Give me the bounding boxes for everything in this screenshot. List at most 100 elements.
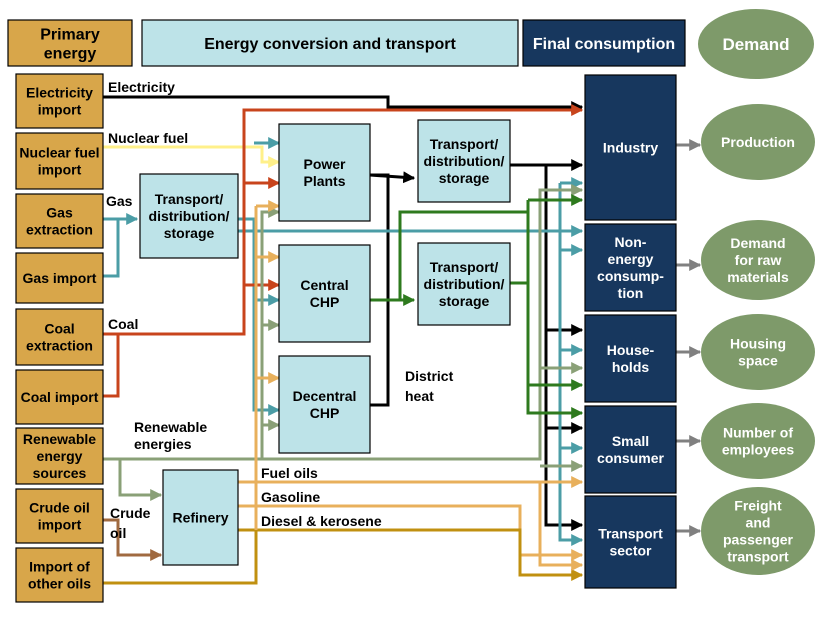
text-line: Decentral — [293, 388, 357, 404]
demand-production: Production — [701, 104, 815, 180]
label-gas: Gas — [106, 193, 133, 209]
ellipse-shape — [701, 220, 815, 300]
text-line: Power — [303, 156, 346, 172]
text-line: storage — [439, 293, 490, 309]
text-line: Transport/ — [155, 191, 224, 207]
label-fuel-oils: Fuel oils — [261, 465, 318, 481]
text-line: other oils — [28, 576, 91, 592]
svg-text:Production: Production — [721, 134, 795, 150]
text-line: distribution/ — [424, 153, 505, 169]
text-line: import — [38, 162, 82, 178]
text-line: extraction — [26, 222, 93, 238]
flow-renewable — [103, 184, 584, 461]
label-line: Gas — [106, 193, 133, 209]
text-line: extraction — [26, 338, 93, 354]
box-shape — [15, 369, 104, 425]
flow-crude-oil — [103, 518, 163, 561]
svg-text:Energy conversion and transpor: Energy conversion and transport — [204, 36, 456, 53]
text-line: Nuclear fuel — [19, 145, 99, 161]
text-line: transport — [727, 549, 789, 565]
box-shape — [162, 469, 239, 566]
svg-text:Refinery: Refinery — [172, 510, 228, 526]
conversion-heat-tds: Transport/distribution/storage — [417, 242, 511, 326]
text-line: energy — [608, 251, 654, 267]
text-line: tion — [618, 285, 644, 301]
conversion-elec-tds: Transport/distribution/storage — [417, 119, 511, 203]
label-gasoline: Gasoline — [261, 489, 320, 505]
header-conversion: Energy conversion and transport — [141, 19, 519, 67]
text-line: Energy conversion and transport — [204, 36, 456, 53]
text-line: sources — [33, 465, 87, 481]
box-shape — [584, 314, 677, 403]
svg-text:Demand: Demand — [722, 35, 789, 54]
text-line: Primary — [40, 26, 100, 43]
text-line: energy — [44, 45, 97, 62]
flow-oil-to-transport — [538, 482, 584, 571]
box-shape — [278, 244, 371, 343]
box-shape — [584, 405, 677, 494]
box-shape — [417, 242, 511, 326]
primary-gas-import: Gas import — [15, 252, 104, 304]
ellipse-shape — [701, 403, 815, 479]
box-shape — [584, 495, 677, 589]
ellipse-shape — [701, 104, 815, 180]
box-shape — [15, 252, 104, 304]
box-shape — [15, 132, 104, 190]
text-line: employees — [722, 442, 795, 458]
label-line: Electricity — [108, 79, 175, 95]
text-line: for raw — [735, 252, 782, 268]
label-line: heat — [405, 388, 434, 404]
box-shape — [15, 308, 104, 366]
text-line: Industry — [603, 140, 658, 156]
final-households: House-holds — [584, 314, 677, 403]
ellipse-shape — [698, 9, 814, 79]
ellipse-shape — [701, 487, 815, 575]
text-line: Non- — [615, 234, 647, 250]
text-line: Coal — [44, 321, 74, 337]
text-line: CHP — [310, 294, 340, 310]
label-coal: Coal — [108, 316, 138, 332]
text-line: passenger — [723, 532, 794, 548]
text-line: Demand — [722, 35, 789, 54]
text-line: Crude oil — [29, 500, 90, 516]
text-line: Demand — [730, 235, 785, 251]
diagram-boxes: Primary energy Energy conversion and trans… — [7, 9, 815, 603]
text-line: Renewable — [23, 431, 96, 447]
box-shape — [278, 123, 371, 222]
label-electricity: Electricity — [108, 79, 175, 95]
flow-gas-import — [103, 219, 120, 278]
label-line: oil — [110, 525, 126, 541]
svg-text:Industry: Industry — [603, 140, 658, 156]
text-line: CHP — [310, 405, 340, 421]
text-line: Refinery — [172, 510, 228, 526]
svg-text:Final consumption: Final consumption — [533, 36, 675, 53]
label-line: Diesel & kerosene — [261, 513, 382, 529]
text-line: storage — [439, 170, 490, 186]
